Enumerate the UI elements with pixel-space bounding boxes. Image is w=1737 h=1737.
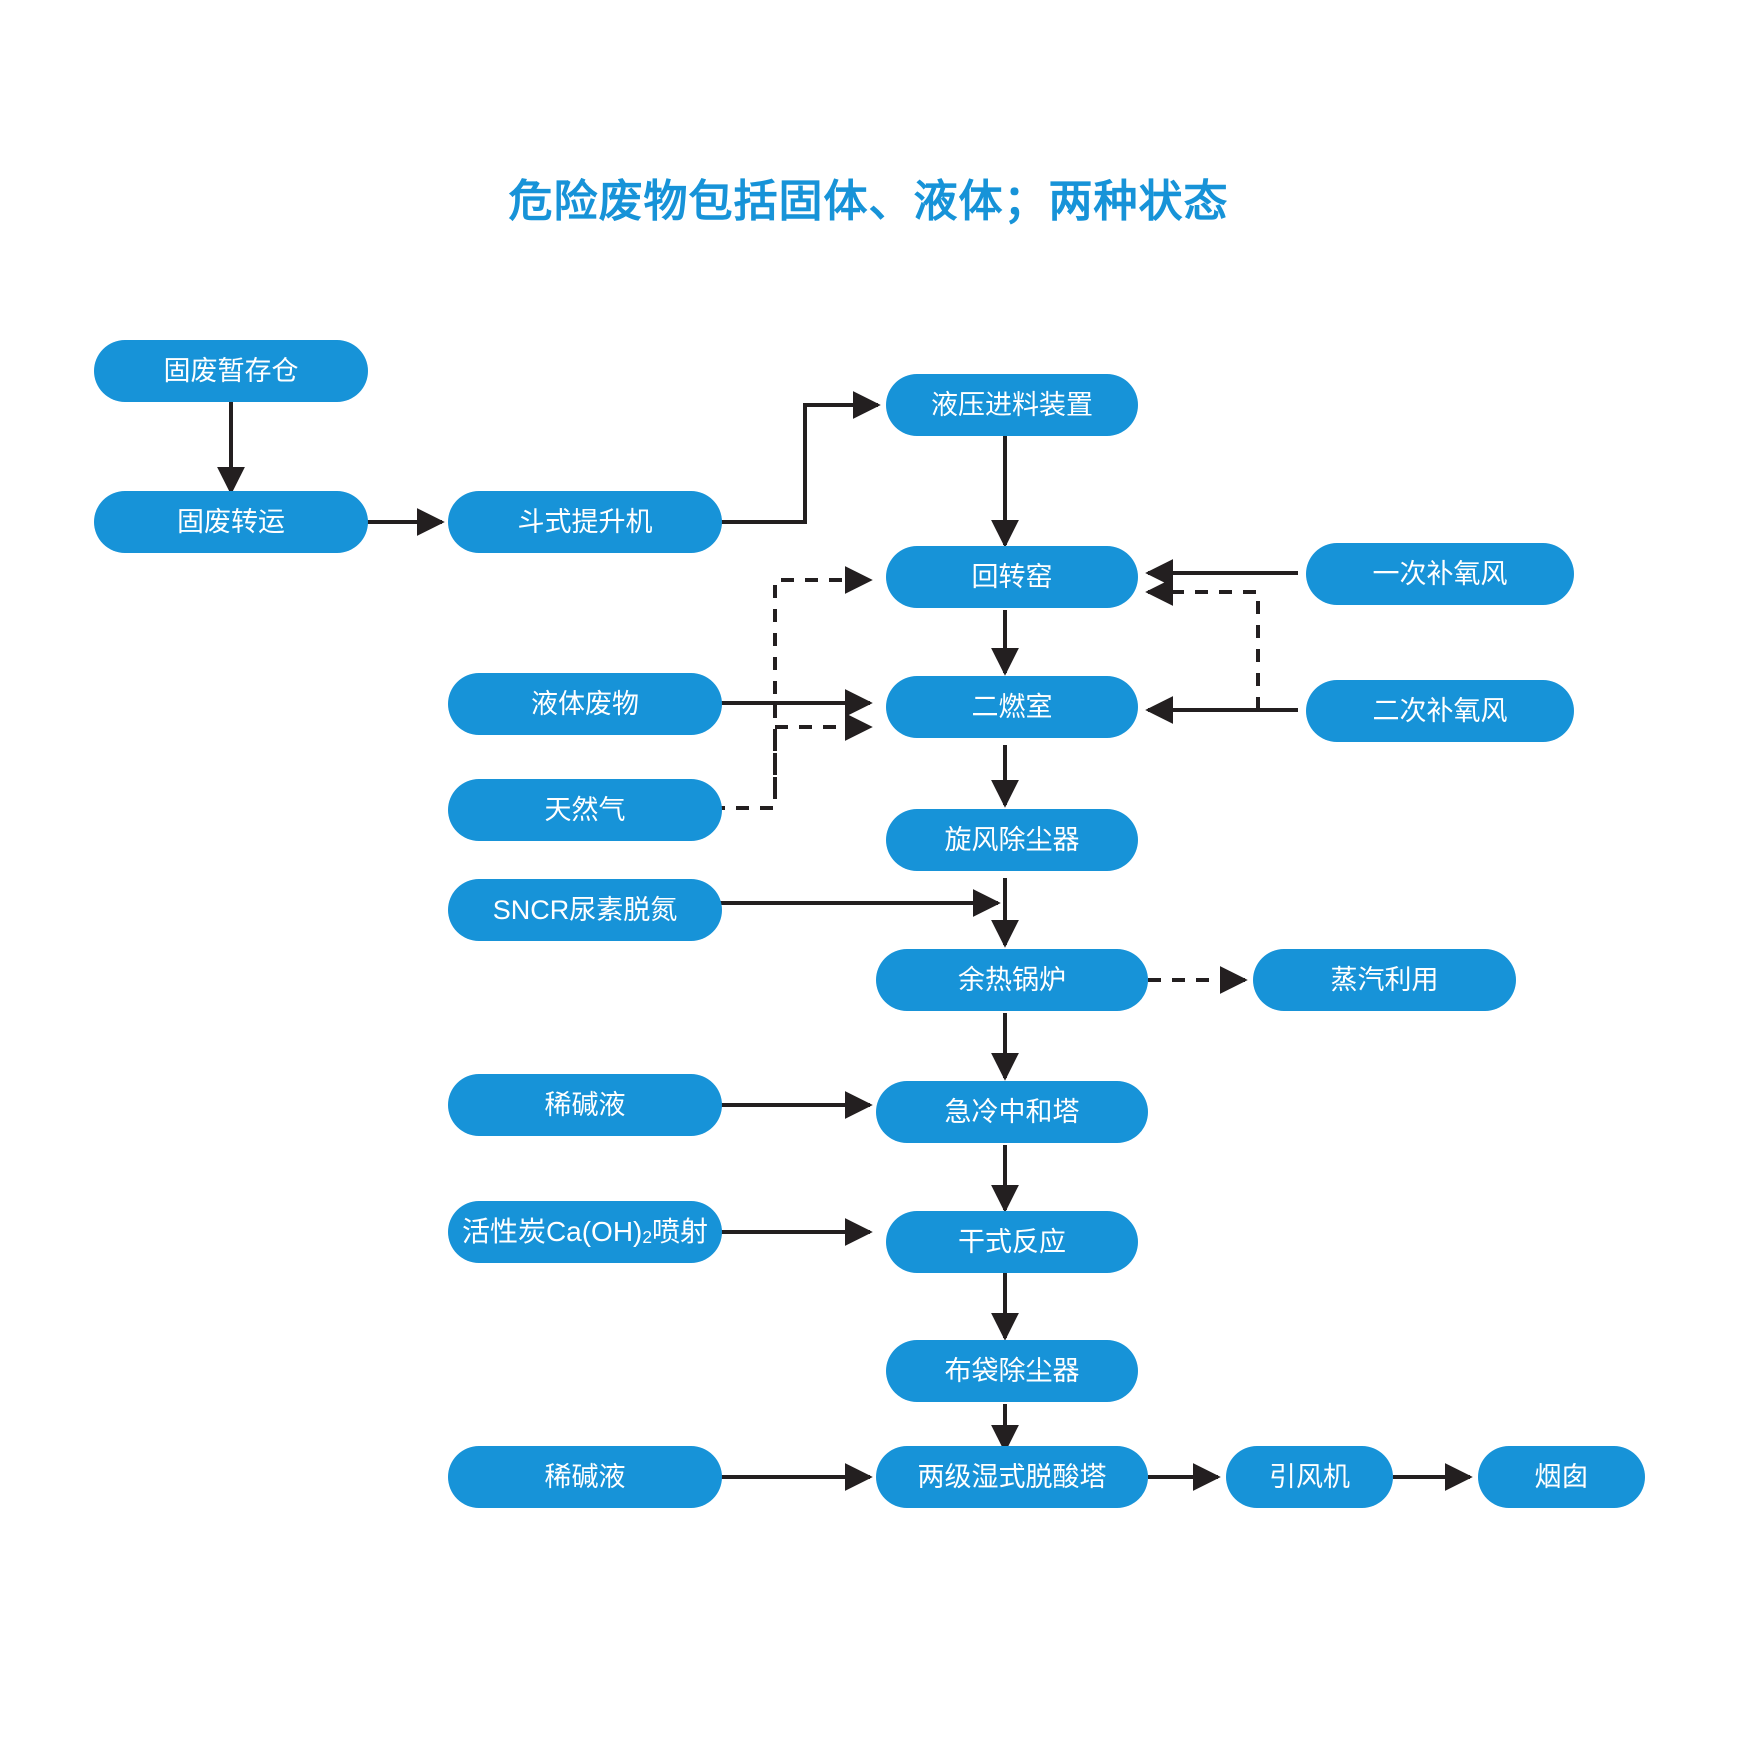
node-solid-waste-storage[interactable]: 固废暂存仓 [94, 340, 368, 402]
node-natural-gas[interactable]: 天然气 [448, 779, 722, 841]
page-title: 危险废物包括固体、液体；两种状态 [508, 177, 1229, 226]
edge-gas-to-chamber-dashed [712, 713, 873, 810]
node-liquid-waste[interactable]: 液体废物 [448, 673, 722, 735]
node-cyclone-dust-collector[interactable]: 旋风除尘器 [886, 809, 1138, 871]
node-rotary-kiln[interactable]: 回转窑 [886, 546, 1138, 608]
node-induced-draft-fan[interactable]: 引风机 [1226, 1446, 1393, 1508]
node-bag-filter[interactable]: 布袋除尘器 [886, 1340, 1138, 1402]
node-primary-oxygen-air[interactable]: 一次补氧风 [1306, 543, 1574, 605]
node-dry-reaction[interactable]: 干式反应 [886, 1211, 1138, 1273]
node-solid-waste-transfer[interactable]: 固废转运 [94, 491, 368, 553]
activated-carbon-subscript: 2 [642, 1226, 653, 1247]
edge-secondary-air-to-kiln-dashed [1145, 578, 1260, 710]
node-quench-neutralization-tower[interactable]: 急冷中和塔 [876, 1081, 1148, 1143]
edge-gas-to-kiln-dashed [773, 566, 873, 790]
node-dilute-alkali-liquid-1[interactable]: 稀碱液 [448, 1074, 722, 1136]
edge-elevator-to-feeder [645, 391, 881, 524]
activated-carbon-prefix: 活性炭Ca(OH) [461, 1216, 643, 1247]
node-two-stage-wet-deacid-tower[interactable]: 两级湿式脱酸塔 [876, 1446, 1148, 1508]
node-bucket-elevator[interactable]: 斗式提升机 [448, 491, 722, 553]
activated-carbon-suffix: 喷射 [652, 1216, 709, 1247]
node-hydraulic-feeder[interactable]: 液压进料装置 [886, 374, 1138, 436]
node-secondary-combustion-chamber[interactable]: 二燃室 [886, 676, 1138, 738]
node-sncr-urea-denitration[interactable]: SNCR尿素脱氮 [448, 879, 722, 941]
node-steam-utilization[interactable]: 蒸汽利用 [1253, 949, 1516, 1011]
node-secondary-oxygen-air[interactable]: 二次补氧风 [1306, 680, 1574, 742]
node-waste-heat-boiler[interactable]: 余热锅炉 [876, 949, 1148, 1011]
node-chimney[interactable]: 烟囱 [1478, 1446, 1645, 1508]
node-dilute-alkali-liquid-2[interactable]: 稀碱液 [448, 1446, 722, 1508]
